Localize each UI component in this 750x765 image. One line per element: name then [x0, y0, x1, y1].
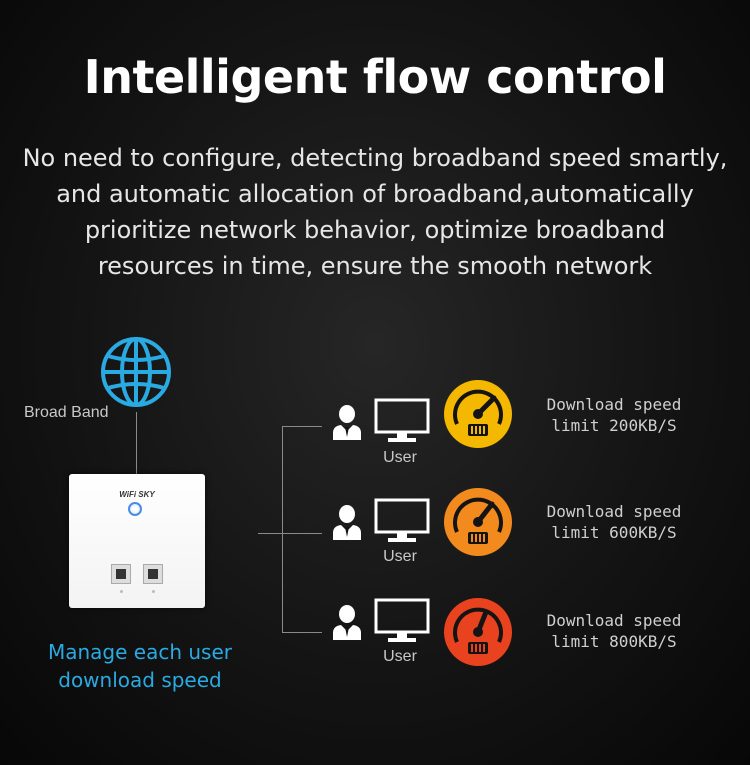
speed-line: Download speed [546, 611, 682, 630]
user-label: User [383, 449, 417, 466]
user-icon [333, 605, 361, 640]
description-line: and automatic allocation of broadband,au… [56, 180, 694, 208]
connector-line [258, 533, 282, 534]
monitor-icon [374, 398, 430, 442]
connector-line [136, 412, 137, 474]
ethernet-port [143, 564, 163, 584]
user-icon [333, 405, 361, 440]
connector-line [282, 426, 322, 427]
page-title: Intelligent flow control [83, 50, 667, 104]
user-label: User [383, 648, 417, 665]
manage-line: download speed [58, 668, 222, 692]
speed-line: limit 600KB/S [551, 523, 677, 542]
speed-limit-text: Download speed limit 800KB/S [528, 610, 700, 652]
router-device: WiFi SKY [69, 474, 205, 608]
broadband-label: Broad Band [24, 404, 109, 421]
speed-line: Download speed [546, 395, 682, 414]
speed-line: limit 200KB/S [551, 416, 677, 435]
connector-line [282, 426, 283, 632]
globe-icon [101, 337, 171, 407]
port-dot [120, 590, 123, 593]
monitor-icon [374, 498, 430, 542]
monitor-icon [374, 598, 430, 642]
speed-line: Download speed [546, 502, 682, 521]
port-dot [152, 590, 155, 593]
description: No need to configure, detecting broadban… [0, 140, 750, 284]
connector-line [282, 533, 322, 534]
speed-limit-text: Download speed limit 600KB/S [528, 501, 700, 543]
description-line: resources in time, ensure the smooth net… [97, 252, 653, 280]
description-line: prioritize network behavior, optimize br… [84, 216, 666, 244]
speed-gauge-icon [444, 380, 512, 448]
speed-limit-text: Download speed limit 200KB/S [528, 394, 700, 436]
device-brand: WiFi SKY [119, 490, 155, 499]
connector-line [282, 632, 322, 633]
speed-gauge-icon [444, 488, 512, 556]
description-line: No need to configure, detecting broadban… [22, 144, 728, 172]
manage-line: Manage each user [47, 640, 232, 664]
led-indicator [128, 502, 142, 516]
user-icon [333, 505, 361, 540]
user-label: User [383, 548, 417, 565]
ethernet-port [111, 564, 131, 584]
speed-gauge-icon [444, 598, 512, 666]
manage-label: Manage each user download speed [30, 638, 250, 694]
speed-line: limit 800KB/S [551, 632, 677, 651]
